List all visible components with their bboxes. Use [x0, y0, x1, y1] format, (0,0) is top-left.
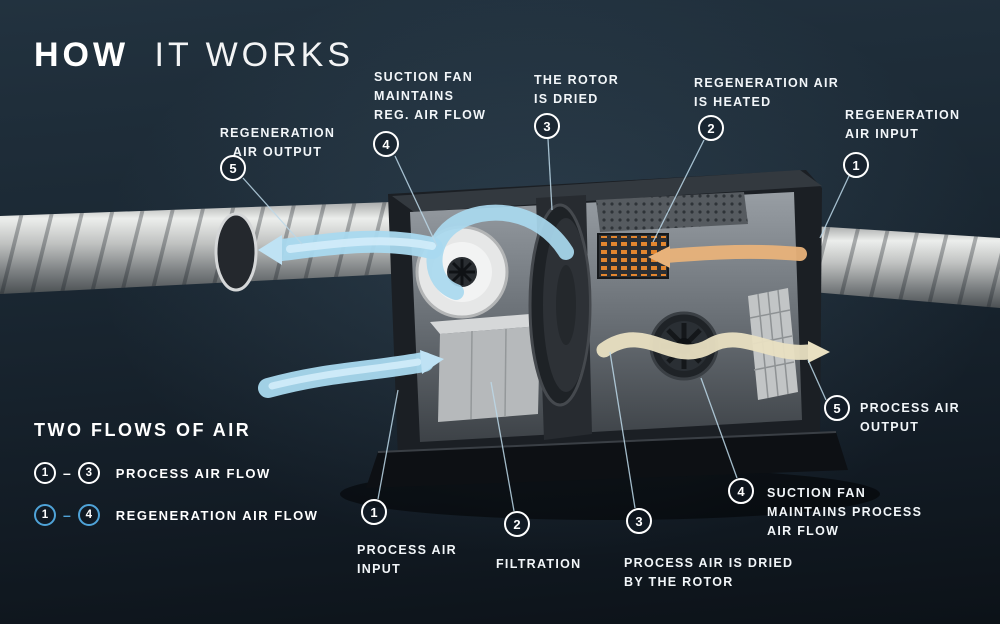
callout-label-process-air-input: PROCESS AIR INPUT: [357, 543, 457, 576]
legend-marker-to: 4: [77, 504, 100, 526]
callout-marker-regeneration-air-input: 1: [843, 152, 869, 178]
air-flows: [258, 204, 816, 398]
callout-number: 5: [229, 160, 237, 176]
duct-cut-opening: [214, 212, 258, 292]
callout-lines: [242, 138, 850, 512]
left-duct: [0, 202, 392, 294]
callout-label-suction-fan-process: SUCTION FAN MAINTAINS PROCESS AIR FLOW: [767, 486, 923, 538]
legend: TWO FLOWS OF AIR 1 – 3 PROCESS AIR FLOW …: [34, 420, 318, 545]
right-duct: [812, 226, 1000, 308]
callout-number: 2: [513, 516, 521, 532]
legend-title: TWO FLOWS OF AIR: [34, 420, 252, 440]
callout-number: 2: [707, 120, 715, 136]
legend-number: 1: [41, 509, 49, 521]
suction-fan-icon: [415, 225, 509, 319]
callout-label-regeneration-air-input: REGENERATION AIR INPUT: [845, 108, 961, 141]
process-input-arrow: [258, 352, 434, 398]
legend-row-regeneration-air-flow: 1 – 4 REGENERATION AIR FLOW: [34, 503, 318, 527]
machine-base: [366, 432, 848, 488]
legend-number: 3: [85, 467, 92, 479]
page-title: HOW IT WORKS: [34, 36, 354, 75]
callout-marker-process-air-dried: 3: [626, 508, 652, 534]
filter-panel: [748, 288, 798, 400]
callout-marker-regeneration-air-heated: 2: [698, 115, 724, 141]
regeneration-output-arrow: [271, 230, 443, 261]
filter-box: [430, 314, 540, 422]
callout-marker-rotor-dried: 3: [534, 113, 560, 139]
legend-row-process-air-flow: 1 – 3 PROCESS AIR FLOW: [34, 461, 318, 485]
callout-label-process-air-output: PROCESS AIR OUTPUT: [860, 401, 960, 434]
legend-marker-to: 3: [77, 462, 100, 484]
legend-label-regeneration: REGENERATION AIR FLOW: [115, 507, 319, 523]
callout-number: 4: [382, 136, 390, 152]
regeneration-swirl-arrow: [426, 204, 574, 300]
process-fan-icon: [649, 311, 719, 381]
arrowhead-process-in: [420, 350, 444, 374]
legend-dash: –: [63, 465, 71, 481]
callout-marker-suction-fan-process: 4: [728, 478, 754, 504]
legend-label-process: PROCESS AIR FLOW: [115, 465, 271, 481]
callout-marker-filtration: 2: [504, 511, 530, 537]
callout-marker-regeneration-air-output: 5: [220, 155, 246, 181]
heater: [597, 233, 669, 279]
callout-number: 1: [370, 504, 378, 520]
heated-air-arrow: [659, 244, 807, 263]
callout-label-process-air-dried: PROCESS AIR IS DRIED BY THE ROTOR: [624, 556, 794, 589]
legend-marker-from: 1: [34, 504, 56, 526]
callout-number: 1: [852, 157, 860, 173]
callout-number: 5: [833, 400, 841, 416]
callout-label-regeneration-air-heated: REGENERATION AIR IS HEATED: [694, 76, 840, 109]
rotor-icon: [528, 203, 592, 407]
rotor-housing: [536, 195, 592, 440]
callout-label-regeneration-air-output: REGENERATION AIR OUTPUT: [219, 126, 336, 159]
callout-marker-process-air-output: 5: [824, 395, 850, 421]
callout-number: 4: [737, 483, 745, 499]
callout-label-rotor-dried: THE ROTOR IS DRIED: [534, 73, 620, 106]
title-strong: HOW: [34, 36, 130, 74]
title-light: IT WORKS: [154, 36, 355, 74]
arrowhead-heater: [648, 246, 670, 268]
legend-number: 4: [85, 509, 92, 521]
process-output-arrow: [596, 332, 816, 360]
legend-number: 1: [41, 467, 49, 479]
machine-top: [392, 170, 822, 212]
machine-interior: [410, 192, 802, 442]
legend-marker-from: 1: [34, 462, 56, 484]
callout-marker-process-air-input: 1: [361, 499, 387, 525]
arrowhead-process-out: [808, 341, 830, 363]
perforated-panel: [596, 192, 748, 232]
callout-marker-suction-fan-reg: 4: [373, 131, 399, 157]
callout-label-filtration: FILTRATION: [496, 557, 582, 571]
callout-number: 3: [543, 118, 551, 134]
callout-label-suction-fan-reg: SUCTION FAN MAINTAINS REG. AIR FLOW: [374, 70, 487, 122]
arrowhead-left: [258, 235, 282, 265]
callout-number: 3: [635, 513, 643, 529]
machine-body: [366, 170, 848, 488]
legend-dash: –: [63, 507, 71, 523]
